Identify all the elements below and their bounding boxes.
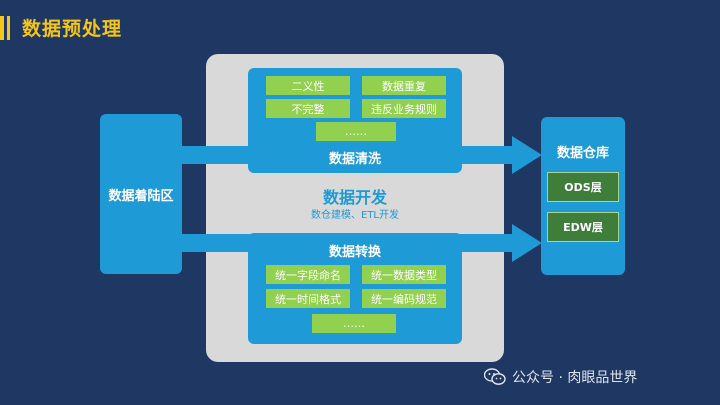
- transform-tag: 统一编码规范: [362, 289, 446, 308]
- watermark-text: 公众号 · 肉眼品世界: [512, 370, 638, 386]
- development-subtitle: 数仓建模、ETL开发: [311, 210, 399, 221]
- warehouse-label: 数据仓库: [556, 146, 609, 161]
- title-accent-bar: [0, 16, 10, 40]
- data-landing-zone: 数据着陆区: [100, 114, 182, 274]
- cleaning-tag: ……: [316, 122, 396, 141]
- ods-layer: ODS层: [547, 172, 619, 202]
- development-title: 数据开发: [322, 188, 387, 207]
- landing-zone-label: 数据着陆区: [108, 188, 174, 204]
- transform-tag: 统一时间格式: [266, 289, 350, 308]
- transform-tag: 统一数据类型: [362, 265, 446, 284]
- watermark: 公众号 · 肉眼品世界: [484, 367, 637, 387]
- data-cleaning-box: 二义性 数据重复 不完整 违反业务规则 …… 数据清洗: [248, 68, 462, 173]
- cleaning-tag: 不完整: [266, 99, 350, 118]
- data-transform-box: 数据转换 统一字段命名 统一数据类型 统一时间格式 统一编码规范 ……: [248, 233, 462, 344]
- cleaning-tag: 违反业务规则: [362, 99, 446, 118]
- cleaning-tag: 数据重复: [362, 76, 446, 95]
- edw-layer: EDW层: [547, 212, 619, 242]
- wechat-icon: [484, 368, 506, 385]
- data-warehouse-box: 数据仓库 ODS层 EDW层: [541, 117, 625, 275]
- transform-tag: ……: [312, 314, 396, 333]
- transform-tag: 统一字段命名: [266, 265, 350, 284]
- cleaning-tag: 二义性: [266, 76, 350, 95]
- cleaning-label: 数据清洗: [328, 152, 381, 167]
- page-title: 数据预处理: [22, 18, 123, 40]
- transform-label: 数据转换: [328, 245, 381, 260]
